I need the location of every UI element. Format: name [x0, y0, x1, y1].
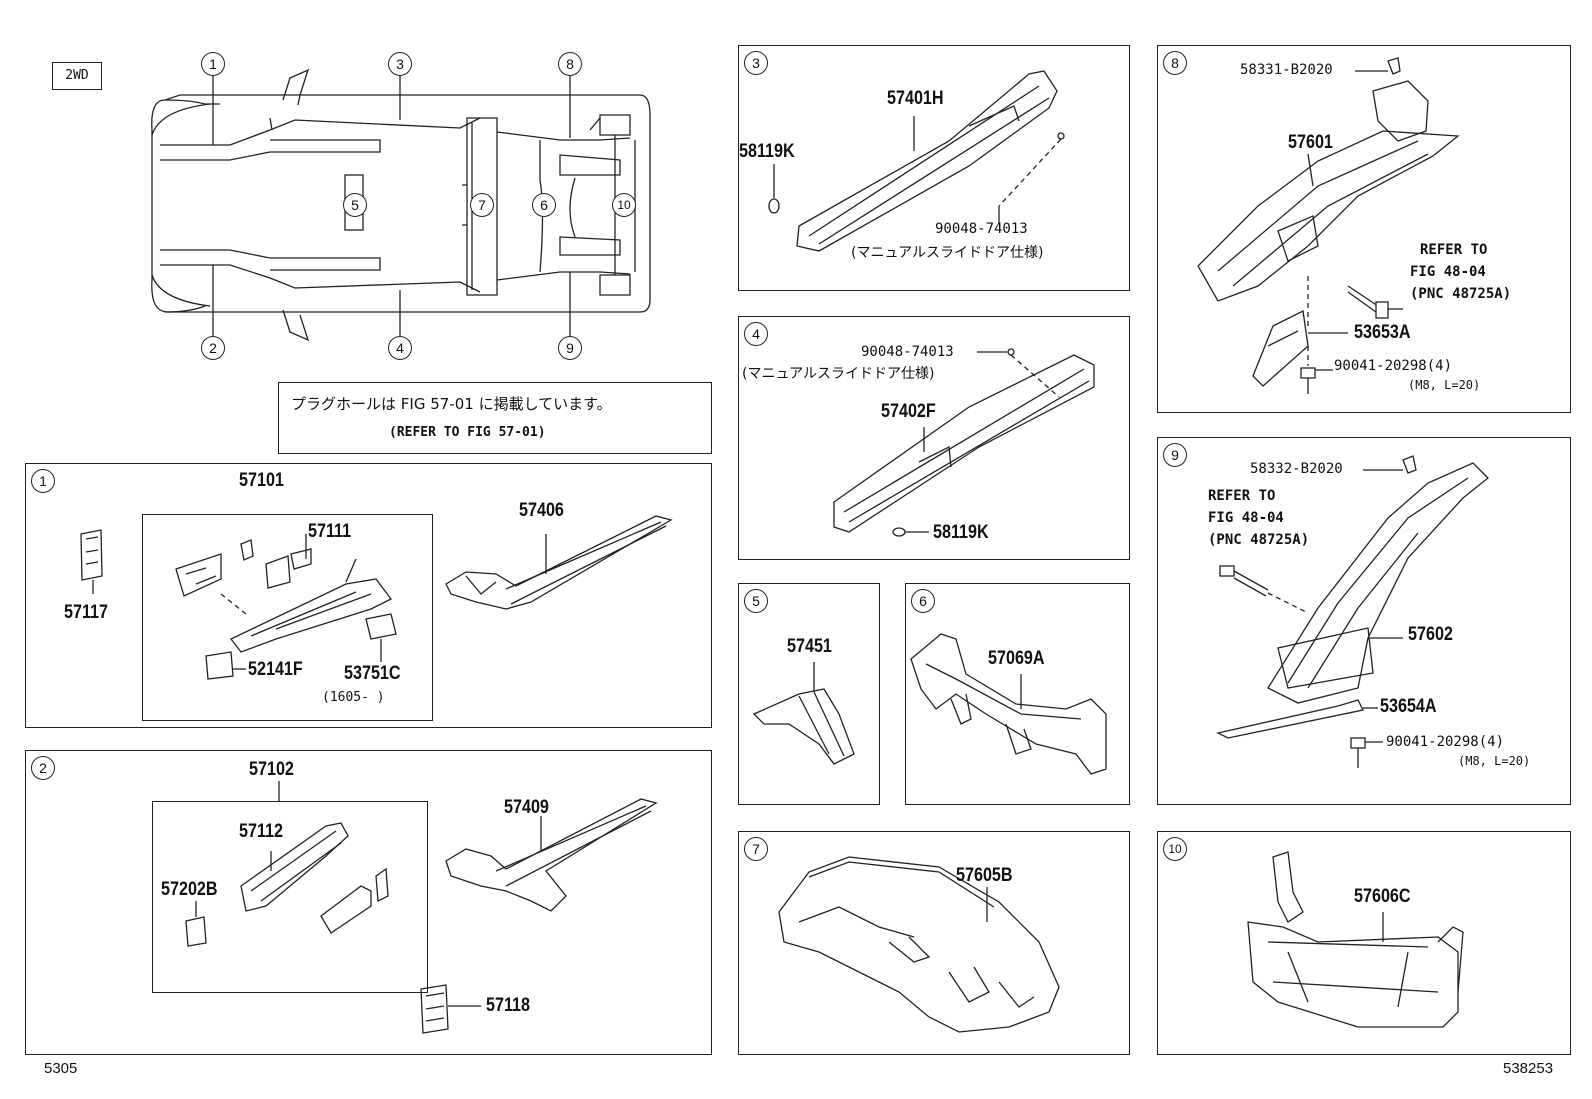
part-58331-B2020: 58331-B2020: [1240, 62, 1333, 78]
part-57111: 57111: [308, 521, 352, 542]
panel-8-bolt-size: (M8, L=20): [1408, 378, 1481, 392]
part-57401H: 57401H: [887, 88, 944, 109]
panel-5-drawing: [752, 662, 855, 765]
panel-8-drawing: [1197, 57, 1460, 394]
part-57605B: 57605B: [956, 865, 1013, 886]
panel-2-assy-box: [152, 801, 428, 993]
panel-2-number: 2: [31, 756, 55, 780]
panel-3-number: 3: [744, 51, 768, 75]
panel-3-drawing: [768, 70, 1065, 252]
panel-7: 7 57605B: [738, 831, 1130, 1055]
callout-6: 6: [532, 193, 556, 217]
part-57606C: 57606C: [1354, 886, 1411, 907]
panel-9-refer-3: (PNC 48725A): [1208, 532, 1310, 548]
panel-3: 3 57401H 58119K 90048-74013 (マニュアルスライドドア…: [738, 45, 1130, 291]
part-57112: 57112: [239, 821, 284, 842]
panel-9-number: 9: [1163, 443, 1187, 467]
panel-7-drawing: [778, 856, 1060, 1033]
part-90048-spec-b: (マニュアルスライドドア仕様): [742, 366, 935, 382]
callout-7: 7: [470, 193, 494, 217]
panel-8-refer-3: (PNC 48725A): [1410, 286, 1512, 302]
part-90041-20298-b: 90041-20298(4): [1386, 734, 1505, 750]
panel-6-drawing: [910, 633, 1107, 775]
part-57102: 57102: [249, 759, 294, 780]
plug-hole-note: プラグホールは FIG 57-01 に掲載しています。 (REFER TO FI…: [278, 382, 712, 454]
part-90048-spec: (マニュアルスライドドア仕様): [851, 245, 1044, 261]
panel-7-number: 7: [744, 837, 768, 861]
panel-10-number: 10: [1163, 837, 1187, 861]
panel-6: 6 57069A: [905, 583, 1130, 805]
panel-1-number: 1: [31, 469, 55, 493]
panel-4-number: 4: [744, 322, 768, 346]
part-53653A: 53653A: [1354, 322, 1411, 343]
panel-8-refer-1: REFER TO: [1420, 242, 1488, 258]
part-57406: 57406: [519, 500, 564, 521]
part-58119K-b: 58119K: [933, 522, 989, 543]
part-90041-20298: 90041-20298(4): [1334, 358, 1453, 374]
panel-8: 8 58331-B2020 57601 REFER TO FIG 48-04 (…: [1157, 45, 1571, 413]
panel-9-drawing: [1216, 455, 1489, 768]
panel-4: 4 90048-74013 (マニュアルスライドドア仕様) 57402F 581…: [738, 316, 1130, 560]
panel-9: 9 58332-B2020 REFER TO FIG 48-04 (PNC 48…: [1157, 437, 1571, 805]
panel-8-number: 8: [1163, 51, 1187, 75]
part-57402F: 57402F: [881, 401, 936, 422]
panel-1-assy-box: [142, 514, 433, 721]
part-90048-74013: 90048-74013: [935, 221, 1028, 237]
callout-4: 4: [388, 336, 412, 360]
panel-5-number: 5: [744, 589, 768, 613]
part-58332-B2020: 58332-B2020: [1250, 461, 1343, 477]
part-57451: 57451: [787, 636, 832, 657]
callout-1: 1: [201, 52, 225, 76]
panel-10: 10 57606C: [1157, 831, 1571, 1055]
note-line-1: プラグホールは FIG 57-01 に掲載しています。: [291, 395, 612, 413]
panel-4-drawing: [833, 348, 1095, 537]
callout-3: 3: [388, 52, 412, 76]
part-57602: 57602: [1408, 624, 1453, 645]
panel-2-drawing: [185, 781, 658, 1034]
part-57069A: 57069A: [988, 648, 1045, 669]
callout-5: 5: [343, 193, 367, 217]
part-58119K: 58119K: [739, 141, 795, 162]
footer-right-code: 538253: [1503, 1060, 1554, 1077]
panel-1-drawing: [80, 515, 673, 680]
part-53751C-range: (1605- ): [322, 690, 385, 705]
part-57117: 57117: [64, 602, 109, 623]
panel-9-bolt-size: (M8, L=20): [1458, 754, 1531, 768]
callout-8: 8: [558, 52, 582, 76]
part-52141F: 52141F: [248, 659, 303, 680]
panel-8-refer-2: FIG 48-04: [1410, 264, 1486, 280]
footer-left-code: 5305: [44, 1060, 78, 1077]
panel-10-drawing: [1247, 851, 1464, 1028]
callout-9: 9: [558, 336, 582, 360]
panel-1: 1 57101 57111 52141F 53751C (1605- ) 571…: [25, 463, 712, 728]
panel-2: 2 57102 57112 57202B 57409 57118: [25, 750, 712, 1055]
vehicle-overview: [151, 68, 651, 342]
panel-9-refer-2: FIG 48-04: [1208, 510, 1284, 526]
part-57202B: 57202B: [161, 879, 218, 900]
part-53654A: 53654A: [1380, 696, 1437, 717]
panel-9-refer-1: REFER TO: [1208, 488, 1276, 504]
panel-6-number: 6: [911, 589, 935, 613]
callout-2: 2: [201, 336, 225, 360]
drive-badge-text: 2WD: [65, 68, 89, 83]
note-line-2: (REFER TO FIG 57-01): [389, 425, 546, 440]
part-90048-74013-b: 90048-74013: [861, 344, 954, 360]
part-53751C: 53751C: [344, 663, 401, 684]
part-57409: 57409: [504, 797, 549, 818]
part-57101: 57101: [239, 470, 284, 491]
part-57601: 57601: [1288, 132, 1333, 153]
panel-5: 5 57451: [738, 583, 880, 805]
part-57118: 57118: [486, 995, 531, 1016]
drive-badge: 2WD: [52, 62, 102, 90]
callout-10: 10: [612, 193, 636, 217]
